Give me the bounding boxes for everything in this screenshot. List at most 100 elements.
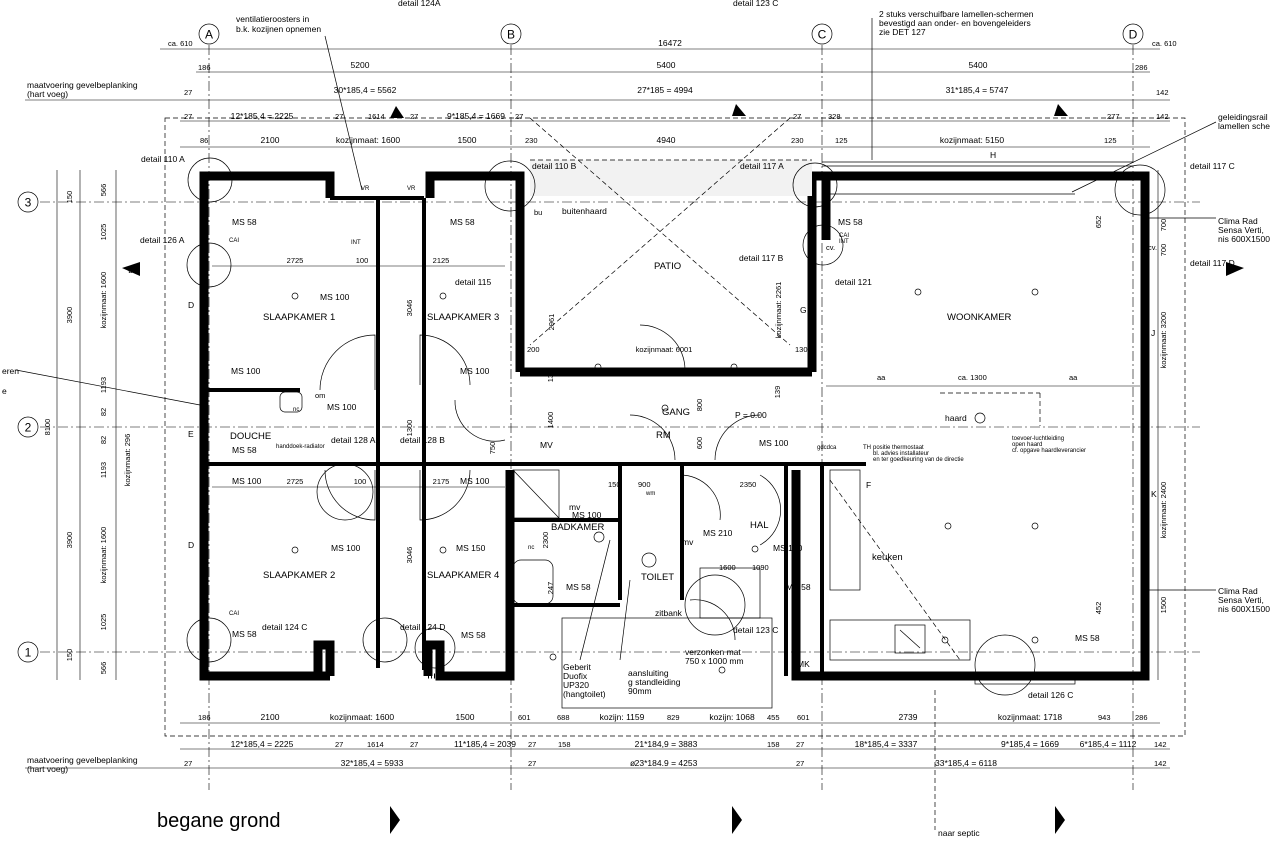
svg-text:1193: 1193 [99, 462, 108, 478]
svg-text:zie DET 127: zie DET 127 [879, 27, 926, 37]
svg-text:ø: ø [630, 758, 635, 768]
svg-text:mv: mv [682, 537, 694, 547]
svg-text:C: C [392, 818, 398, 823]
svg-text:150: 150 [65, 191, 74, 204]
column-detail-124a: detail 124A [398, 0, 441, 8]
svg-text:27: 27 [515, 112, 523, 121]
detail-labels: detail 110 A detail 110 B detail 117 A d… [140, 154, 1235, 700]
svg-text:detail 110 B: detail 110 B [532, 161, 577, 171]
svg-text:kozijnmaat: 6001: kozijnmaat: 6001 [636, 345, 693, 354]
svg-text:900: 900 [638, 480, 651, 489]
grid-column-d: D [1122, 23, 1144, 45]
svg-text:27: 27 [793, 112, 801, 121]
svg-text:kozijnmaat: 5150: kozijnmaat: 5150 [940, 135, 1005, 145]
svg-text:277: 277 [1107, 112, 1120, 121]
svg-text:MS 58: MS 58 [786, 582, 811, 592]
svg-text:maatvoering gevelbeplanking: maatvoering gevelbeplanking [27, 755, 138, 765]
svg-text:82: 82 [99, 436, 108, 444]
svg-text:detail 123 C: detail 123 C [733, 625, 778, 635]
svg-text:2725: 2725 [287, 477, 304, 486]
svg-text:detail 126 C: detail 126 C [1028, 690, 1073, 700]
svg-text:MS 58: MS 58 [232, 217, 257, 227]
lamellen-note: 2 stuks verschuifbare lamellen-schermen … [871, 9, 1034, 160]
svg-text:B: B [507, 28, 515, 42]
svg-text:9*185,4 = 1669: 9*185,4 = 1669 [1001, 739, 1059, 749]
svg-text:9*185,4 = 1669: 9*185,4 = 1669 [447, 111, 505, 121]
svg-text:1500: 1500 [1159, 597, 1168, 614]
svg-text:31*185,4 = 5747: 31*185,4 = 5747 [946, 85, 1009, 95]
svg-text:Clima Rad: Clima Rad [1218, 216, 1258, 226]
svg-text:nc: nc [528, 545, 534, 551]
haard-label: haard [945, 413, 967, 423]
svg-text:A: A [205, 28, 213, 42]
svg-text:MS 58: MS 58 [1075, 633, 1100, 643]
section-mark-a-bottom [732, 806, 742, 834]
svg-text:125: 125 [1104, 136, 1117, 145]
svg-text:bl. advies installateur: bl. advies installateur [873, 451, 929, 457]
svg-text:158: 158 [767, 740, 780, 749]
svg-text:ca. 610: ca. 610 [168, 39, 193, 48]
svg-text:detail 117 B: detail 117 B [739, 253, 784, 263]
svg-text:(hart voeg): (hart voeg) [27, 89, 68, 99]
svg-text:5400: 5400 [969, 60, 988, 70]
svg-text:130: 130 [795, 345, 808, 354]
room-keuken: keuken [872, 552, 903, 563]
svg-text:1600: 1600 [719, 563, 736, 572]
svg-text:1614: 1614 [368, 112, 385, 121]
svg-text:toevoer-luchtleiding: toevoer-luchtleiding [1012, 436, 1064, 442]
svg-text:detail 128 B: detail 128 B [400, 435, 445, 445]
exterior-walls [199, 159, 1150, 681]
svg-text:aa: aa [1069, 373, 1078, 382]
svg-text:158: 158 [558, 740, 571, 749]
svg-text:detail 124 C: detail 124 C [262, 622, 307, 632]
svg-text:800: 800 [695, 399, 704, 412]
svg-text:cv.: cv. [1148, 243, 1157, 252]
svg-text:MV: MV [540, 440, 553, 450]
svg-text:600: 600 [695, 437, 704, 450]
svg-text:MS 150: MS 150 [773, 543, 803, 553]
svg-text:12*185,4 = 2225: 12*185,4 = 2225 [231, 739, 294, 749]
svg-text:3: 3 [25, 196, 32, 210]
dims-right: 700 700 kozijnmaat: 3200 kozijnmaat: 240… [1145, 170, 1270, 680]
svg-text:ventilatieroosters in: ventilatieroosters in [236, 14, 310, 24]
section-mark-b-bottom [1055, 806, 1065, 834]
svg-text:27: 27 [184, 759, 192, 768]
ventilatie-note: ventilatieroosters in b.k. kozijnen opne… [236, 14, 363, 191]
section-mark-d-top [390, 106, 404, 118]
room-badkamer: BADKAMER [551, 522, 604, 533]
clima-rad-top-note: Clima Rad Sensa Verti, nis 600X1500 [1145, 216, 1270, 244]
section-mark-a-top [732, 104, 746, 116]
svg-text:detail 115: detail 115 [455, 277, 492, 287]
svg-text:32*185,4 = 5933: 32*185,4 = 5933 [341, 758, 404, 768]
svg-text:3046: 3046 [405, 300, 414, 317]
section-mark-d-left [122, 262, 140, 276]
svg-text:open haard: open haard [1012, 442, 1042, 448]
svg-text:27: 27 [335, 740, 343, 749]
svg-text:700: 700 [1159, 244, 1168, 257]
svg-text:11*185,4 = 2039: 11*185,4 = 2039 [454, 739, 516, 749]
svg-text:nis 600X1500: nis 600X1500 [1218, 604, 1270, 614]
dims-top: ca. 610 16472 ca. 610 186 5200 5400 5400… [25, 38, 1177, 148]
svg-text:27: 27 [796, 759, 804, 768]
svg-text:kozijnmaat: 1600: kozijnmaat: 1600 [330, 712, 395, 722]
svg-text:aa: aa [877, 373, 886, 382]
svg-text:MS 100: MS 100 [460, 366, 490, 376]
svg-text:kozijnmaat: 1600: kozijnmaat: 1600 [336, 135, 401, 145]
svg-text:Duofix: Duofix [563, 671, 588, 681]
svg-text:Sensa Verti,: Sensa Verti, [1218, 225, 1264, 235]
svg-text:750: 750 [488, 442, 497, 455]
svg-text:Sensa Verti,: Sensa Verti, [1218, 595, 1264, 605]
section-mark-b-top [1054, 104, 1068, 116]
svg-text:D: D [1229, 266, 1235, 275]
svg-text:en ter goedkeuring van de dire: en ter goedkeuring van de directie [873, 457, 964, 463]
level-mark: P = 0.00 [735, 410, 767, 420]
svg-text:18*185,4 = 3337: 18*185,4 = 3337 [855, 739, 918, 749]
svg-text:CAI: CAI [839, 233, 849, 239]
svg-text:6*185,4 = 1112: 6*185,4 = 1112 [1080, 739, 1137, 749]
sheet-title: begane grond [157, 810, 280, 832]
svg-text:286: 286 [1135, 713, 1148, 722]
svg-text:kozijn: 1068: kozijn: 1068 [709, 712, 755, 722]
svg-text:750 x 1000 mm: 750 x 1000 mm [685, 656, 744, 666]
svg-text:601: 601 [797, 713, 810, 722]
svg-text:MS 210: MS 210 [703, 528, 733, 538]
